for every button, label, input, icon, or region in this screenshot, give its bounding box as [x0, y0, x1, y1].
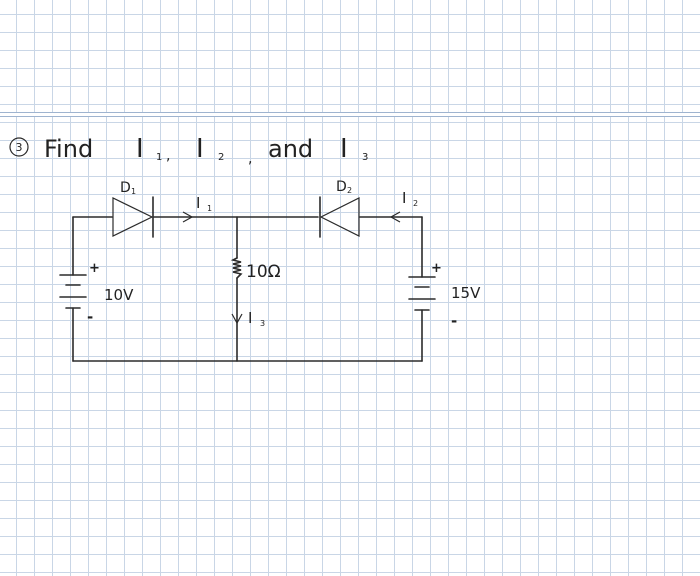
problem-heading: 3 Find I 1 , I 2 , and I 3	[9, 134, 368, 167]
diode-d1-label: D	[120, 180, 131, 196]
diode-d2-triangle	[319, 197, 360, 237]
current-i3-sub: 3	[260, 319, 265, 328]
current-i3: I 3	[231, 309, 265, 328]
resistor-label: 10Ω	[246, 262, 281, 282]
problem-number-circle	[9, 137, 29, 157]
problem-number: 3	[16, 141, 23, 154]
current-i2-sub: 2	[413, 199, 418, 208]
heading-i1-sub: 1	[156, 152, 162, 163]
heading-i1: I	[136, 134, 144, 164]
current-i1-sub: 1	[207, 204, 212, 213]
current-i1-arrow-icon	[182, 211, 194, 223]
battery-right-label: 15V	[451, 284, 481, 302]
page-break-line	[0, 112, 700, 117]
current-i3-label: I	[248, 309, 252, 327]
diode-d1: D 1	[112, 180, 154, 238]
battery-left-plus: +	[89, 261, 100, 276]
battery-left: + - 10V	[59, 261, 134, 326]
heading-sep-2: ,	[248, 151, 252, 167]
heading-i3-sub: 3	[362, 152, 368, 163]
circuit-wires	[72, 216, 423, 362]
battery-left-label: 10V	[104, 286, 134, 304]
current-i2-arrow-icon	[389, 211, 401, 223]
find-word: Find	[44, 135, 93, 163]
battery-left-minus: -	[87, 308, 93, 326]
diode-d2-label: D	[336, 179, 347, 195]
battery-right-plus: +	[431, 261, 442, 276]
heading-i3: I	[340, 134, 348, 164]
current-i3-arrow-icon	[231, 313, 243, 325]
battery-right: + - 15V	[408, 261, 481, 330]
diode-d2: D 2	[319, 179, 360, 238]
resistor-zigzag-icon	[230, 257, 243, 279]
resistor: 10Ω	[230, 257, 281, 282]
current-i2-label: I	[402, 189, 406, 207]
heading-sep-1: ,	[166, 148, 170, 164]
current-i1-label: I	[196, 194, 200, 212]
and-word: and	[268, 135, 313, 163]
diode-d2-sub: 2	[347, 186, 352, 195]
current-i2: I 2	[389, 189, 418, 223]
heading-i2-sub: 2	[218, 152, 224, 163]
current-i1: I 1	[182, 194, 212, 223]
diode-d1-sub: 1	[131, 187, 136, 196]
heading-i2: I	[196, 134, 204, 164]
battery-right-minus: -	[451, 312, 457, 330]
diode-d1-triangle	[112, 197, 154, 237]
